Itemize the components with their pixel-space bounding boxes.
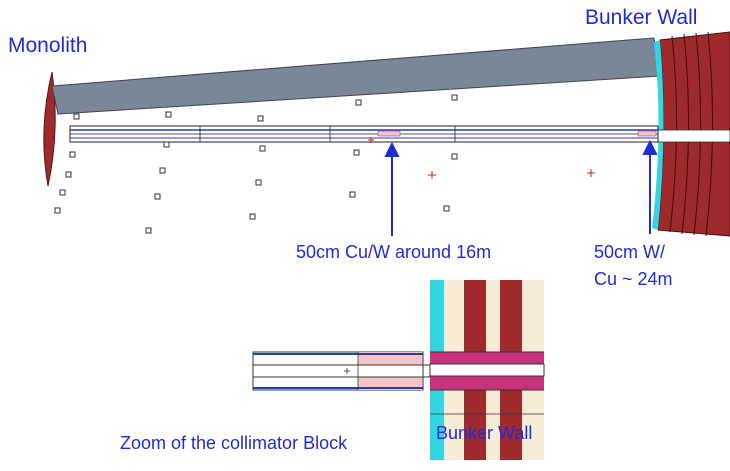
zoom-bunker-wall <box>429 280 545 460</box>
markers-crosses <box>368 137 595 179</box>
monolith-shape <box>43 71 56 187</box>
bunker-wall-label-bottom: Bunker Wall <box>436 423 533 443</box>
bunker-wall-top <box>649 31 730 237</box>
bunker-wall-label-top: Bunker Wall <box>585 6 698 29</box>
w-24m-label-line1: 50cm W/ <box>594 242 666 262</box>
cuw-block-16m <box>377 130 401 137</box>
arrows <box>384 139 658 236</box>
cuw-16m-label: 50cm Cu/W around 16m <box>296 242 492 262</box>
zoom-collimator-block <box>252 351 430 391</box>
w-24m-label-line2: Cu ~ 24m <box>594 269 673 289</box>
beam-line <box>69 125 659 143</box>
w-block-24m <box>637 130 657 137</box>
arrow-head-24m <box>642 139 658 155</box>
markers-squares <box>54 94 458 234</box>
monolith-label: Monolith <box>8 34 88 57</box>
zoom-caption: Zoom of the collimator Block <box>120 433 348 453</box>
arrow-head-16m <box>384 141 400 157</box>
